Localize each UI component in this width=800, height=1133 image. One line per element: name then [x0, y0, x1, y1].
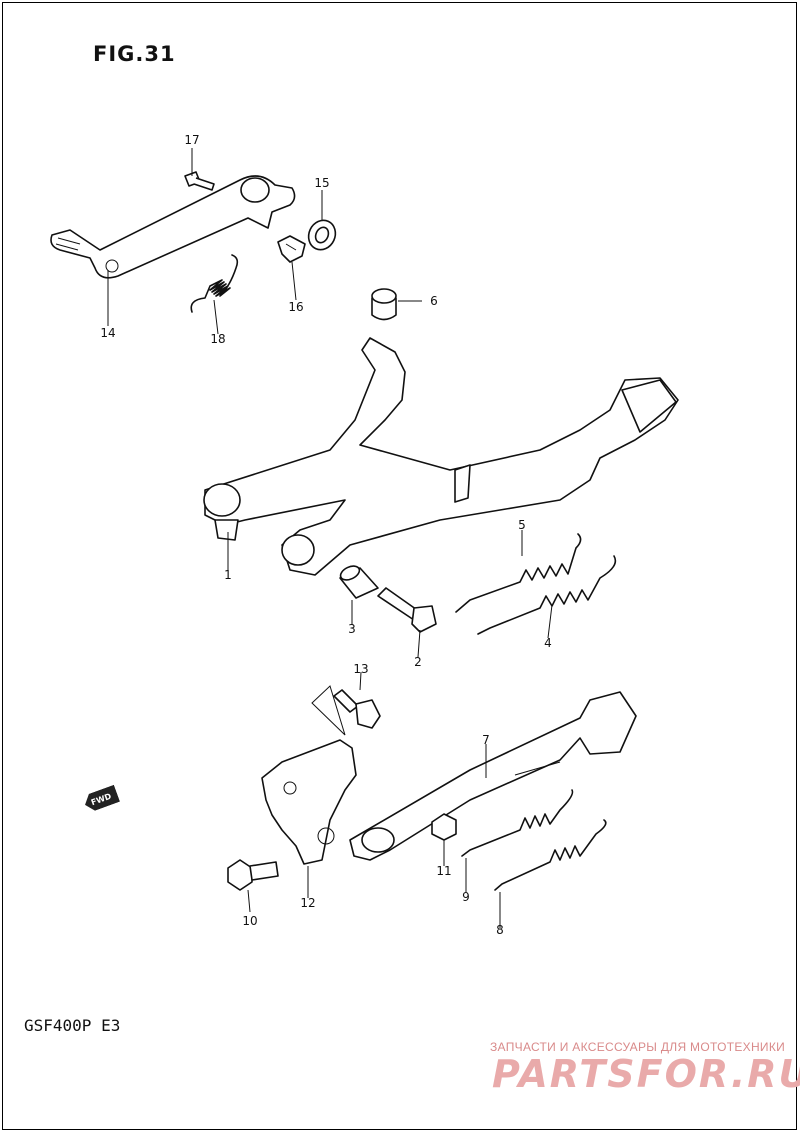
callout-11: 11 [436, 864, 452, 878]
washer-part [307, 219, 337, 251]
stand-spring-5 [455, 533, 582, 613]
bolt-part [184, 171, 215, 191]
callout-10: 10 [242, 914, 258, 928]
clip-part [277, 235, 306, 263]
callout-2: 2 [414, 655, 422, 669]
cap-part [371, 288, 397, 321]
callout-12: 12 [300, 896, 316, 910]
callout-18: 18 [210, 332, 226, 346]
stand-spring-4 [477, 555, 617, 635]
callout-17: 17 [184, 133, 200, 147]
figure-title: FIG.31 [93, 42, 176, 66]
center-stand-part [203, 337, 679, 576]
nut-part [431, 813, 457, 841]
watermark-tagline: ЗАПЧАСТИ И АКСЕССУАРЫ ДЛЯ МОТОТЕХНИКИ [490, 1040, 786, 1054]
side-stand-spring-8 [494, 819, 607, 891]
callout-5: 5 [518, 518, 526, 532]
callout-15: 15 [314, 176, 330, 190]
callout-6: 6 [430, 294, 438, 308]
watermark-logo: PARTSFOR.RU [492, 1052, 800, 1096]
callout-7: 7 [482, 733, 490, 747]
callout-8: 8 [496, 923, 504, 937]
leader-lines [107, 148, 553, 928]
pivot-bolt-part [377, 587, 437, 633]
callout-4: 4 [544, 636, 552, 650]
brake-pedal-part [50, 175, 296, 279]
callout-1: 1 [224, 568, 232, 582]
callout-16: 16 [288, 300, 304, 314]
bracket-bolt-part [333, 689, 381, 729]
side-stand-spring-9 [461, 789, 574, 857]
model-code: GSF400P E3 [24, 1016, 121, 1035]
callout-9: 9 [462, 890, 470, 904]
spring-part [190, 254, 239, 313]
callout-13: 13 [353, 662, 369, 676]
collar-part [339, 565, 379, 599]
side-stand-part [349, 691, 637, 861]
stand-bracket-part [261, 685, 357, 865]
stand-bolt-part [227, 859, 279, 891]
callout-14: 14 [100, 326, 116, 340]
callout-3: 3 [348, 622, 356, 636]
